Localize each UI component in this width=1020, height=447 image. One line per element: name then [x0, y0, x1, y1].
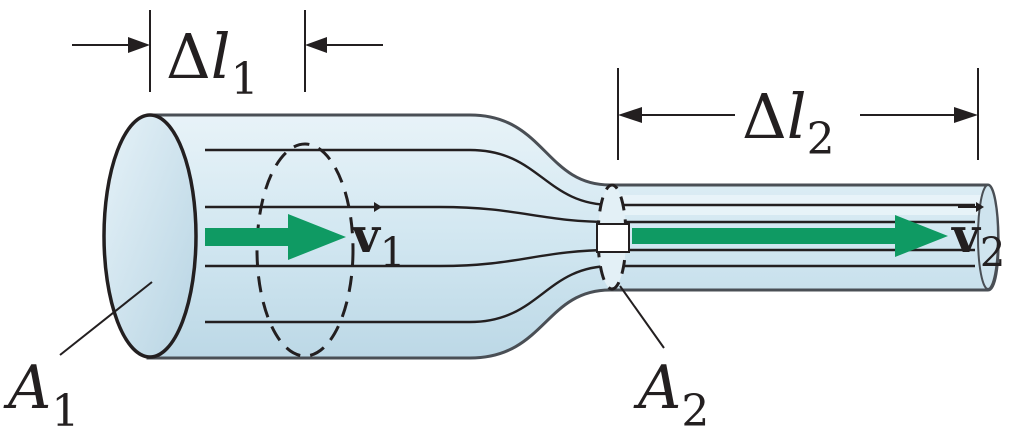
left-opening-a1 [102, 113, 198, 359]
label-v2: v2 [951, 208, 1005, 276]
label-a1: A1 [3, 353, 79, 437]
streamline-outer-bottom [205, 264, 975, 324]
leader-line-a2 [619, 285, 665, 349]
label-a2: A2 [633, 353, 709, 437]
velocity-arrow-2 [632, 215, 948, 257]
dimension-dl1 [72, 10, 383, 92]
label-v1: v1 [351, 208, 405, 276]
vector-mark-v2 [958, 202, 984, 212]
cross-section-a2 [596, 183, 630, 291]
label-delta-l1: Δl1 [166, 20, 259, 105]
velocity-arrow-1 [205, 214, 346, 260]
dashed-cross-section-1 [255, 142, 355, 358]
label-delta-l2: Δl2 [742, 80, 835, 165]
dimension-dl2 [617, 68, 979, 160]
right-end-cap [977, 184, 999, 290]
leader-line-a1 [59, 281, 153, 356]
streamline-outer-top [205, 148, 975, 207]
vector-mark-v1 [356, 202, 382, 212]
